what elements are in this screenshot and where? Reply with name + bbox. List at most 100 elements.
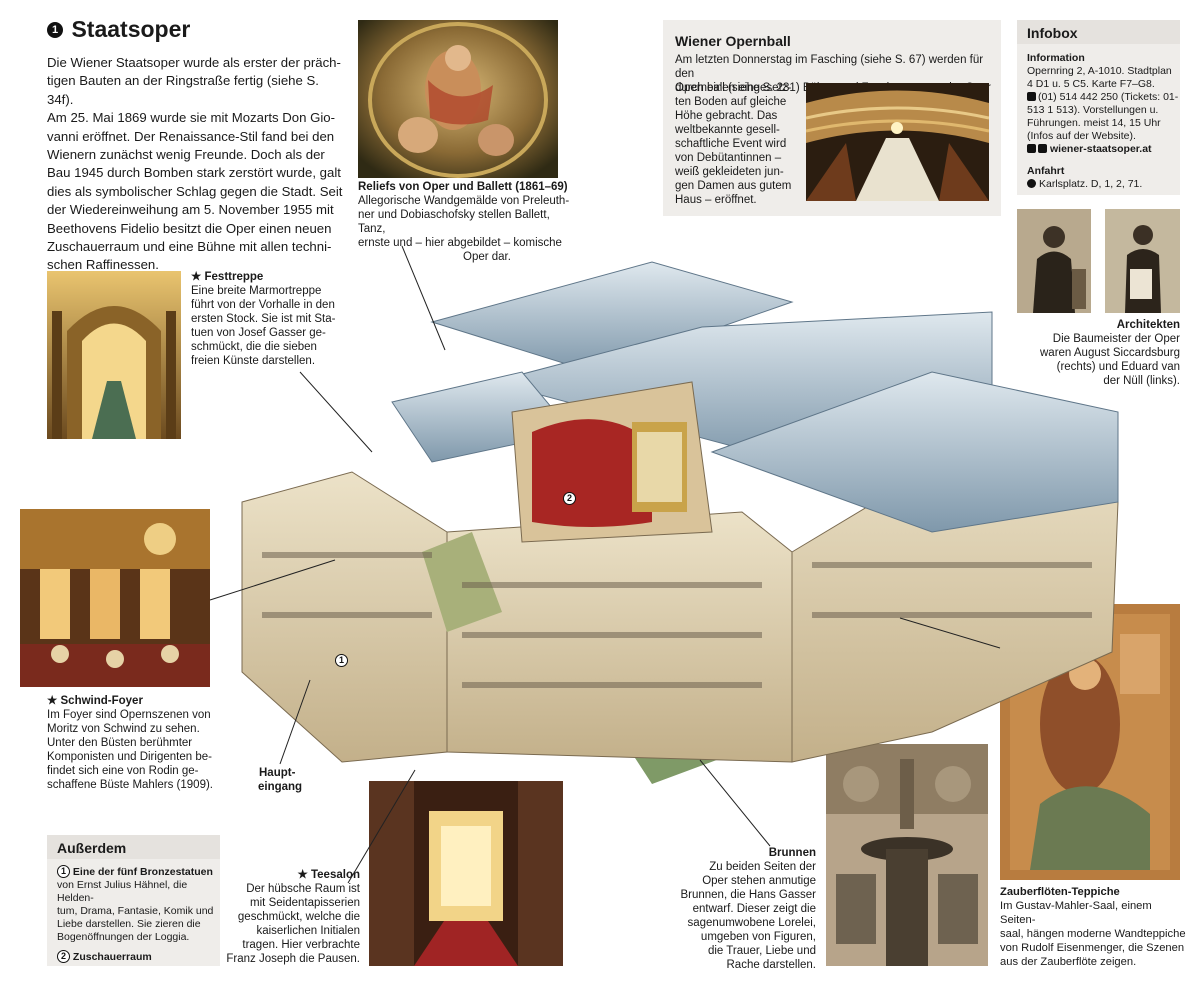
caption-line: Allegorische Wandgemälde von Preleuth- xyxy=(358,195,570,207)
architect-left-photo xyxy=(1017,209,1091,313)
marker-badge: 2 xyxy=(57,950,70,963)
section-heading: 1 Staatsoper xyxy=(47,16,190,43)
infobox-info: Information Opernring 2, A-1010. Stadtpl… xyxy=(1027,52,1182,191)
festtreppe-title: ★ Festtreppe xyxy=(191,271,264,283)
schwind-foyer-photo xyxy=(20,509,210,687)
teesalon-photo xyxy=(369,781,563,966)
caption-line: Zu beiden Seiten der xyxy=(709,861,816,873)
caption-line: Bogenöffnungen der Loggia. xyxy=(57,931,190,943)
caption-line: von Debütantinnen – xyxy=(675,152,782,164)
intro-line: tigen Bauten an der Ringstraße fertig (s… xyxy=(47,73,319,107)
caption-line: Haupt- xyxy=(259,767,296,779)
info-heading: Information xyxy=(1027,52,1085,64)
opernball-text: durch einen eingesetz- ten Boden auf gle… xyxy=(675,81,805,207)
caption-line: geschmückt, welche die xyxy=(237,911,360,923)
caption-line: entwarf. Dieser zeigt die xyxy=(692,903,816,915)
infobox: Infobox Information Opernring 2, A-1010.… xyxy=(1017,20,1180,195)
info-line: 513 1 513). Vorstellungen u. xyxy=(1027,104,1159,116)
caption-line: Brunnen, die Hans Gasser xyxy=(680,889,816,901)
caption-line: kaiserlichen Initialen xyxy=(256,925,360,937)
caption-line: eingang xyxy=(258,781,303,793)
zauber-caption: Zauberflöten-Teppiche Im Gustav-Mahler-S… xyxy=(1000,885,1190,969)
caption-line: führt von der Vorhalle in den xyxy=(191,299,335,311)
info-line: Führungen. meist 14, 15 Uhr xyxy=(1027,117,1161,129)
caption-line: sagenumwobene Lorelei, xyxy=(687,917,816,929)
marker-2-badge: 2 xyxy=(563,492,576,505)
opernball-title: Wiener Opernball xyxy=(675,33,791,49)
brunnen-caption: Brunnen Zu beiden Seiten der Oper stehen… xyxy=(670,846,816,972)
intro-line: Beethovens Fidelio besitzt die Oper eine… xyxy=(47,220,332,236)
intro-line: vanni eröffnet. Der Renaissance-Stil fan… xyxy=(47,128,335,144)
website-link[interactable]: wiener-staatsoper.at xyxy=(1050,143,1152,155)
caption-line: Unter den Büsten berühmter xyxy=(47,737,193,749)
caption-line: saal, hängen moderne Wandteppiche xyxy=(1000,928,1186,940)
marker-1-badge: 1 xyxy=(335,654,348,667)
intro-line: Wienern zunächst wenig Freunde. Doch als… xyxy=(47,147,325,163)
caption-line: mit Seidentapisserien xyxy=(250,897,360,909)
caption-line: tuen von Josef Gasser ge- xyxy=(191,327,326,339)
infobox-title: Infobox xyxy=(1027,25,1078,41)
teesalon-caption: ★ Teesalon Der hübsche Raum ist mit Seid… xyxy=(225,868,360,966)
caption-line: ner und Dobiaschofsky stellen Ballett, T… xyxy=(358,209,550,235)
festtreppe-caption: ★ Festtreppe Eine breite Marmortreppe fü… xyxy=(191,270,351,368)
caption-line: tum, Drama, Fantasie, Komik und xyxy=(57,905,214,917)
caption-line: der Nüll (links). xyxy=(1103,375,1180,387)
caption-line: von Ernst Julius Hähnel, die Helden- xyxy=(57,879,188,904)
caption-line: gen Damen aus gutem xyxy=(675,180,792,192)
caption-line: Am letzten Donnerstag im Fasching (siehe… xyxy=(675,54,984,80)
architekten-title: Architekten xyxy=(1116,319,1180,331)
brunnen-photo xyxy=(826,744,988,966)
caption-line: Moritz von Schwind zu sehen. xyxy=(47,723,200,735)
intro-line: dies als symbolischer Schlag gegen die S… xyxy=(47,183,343,199)
intro-line: Am 25. Mai 1869 wurde sie mit Mozarts Do… xyxy=(47,110,336,126)
architekten-caption: Architekten Die Baumeister der Oper ware… xyxy=(1020,318,1180,388)
caption-line: Der hübsche Raum ist xyxy=(246,883,360,895)
ubahn-icon xyxy=(1027,179,1036,188)
caption-line: Komponisten und Dirigenten be- xyxy=(47,751,212,763)
caption-line: freien Künste darstellen. xyxy=(191,355,316,367)
caption-line: (rechts) und Eduard van xyxy=(1056,361,1180,373)
intro-line: Die Wiener Staatsoper wurde als erster d… xyxy=(47,55,341,70)
caption-line: aus der Zauberflöte zeigen. xyxy=(1000,956,1137,968)
website-icon xyxy=(1038,144,1047,153)
caption-line: schmückt, die die sieben xyxy=(191,341,317,353)
ausserdem-box: Außerdem 1 Eine der fünf Bronzestatuen v… xyxy=(47,835,220,966)
item-title: Zuschauerraum xyxy=(72,951,152,963)
caption-line: umgeben von Figuren, xyxy=(700,931,816,943)
caption-line: Im Gustav-Mahler-Saal, einem Seiten- xyxy=(1000,900,1152,926)
caption-line: weiß gekleideten jun- xyxy=(675,166,784,178)
caption-line: von Rudolf Eisenmenger, die Szenen xyxy=(1000,942,1185,954)
phone-icon xyxy=(1027,92,1036,101)
caption-line: Haus – eröffnet. xyxy=(675,194,757,206)
caption-line: Eine breite Marmortreppe xyxy=(191,285,322,297)
anfahrt-heading: Anfahrt xyxy=(1027,165,1065,177)
ausserdem-title: Außerdem xyxy=(57,840,127,856)
info-line: (Infos auf der Website). xyxy=(1027,130,1136,142)
accessibility-icon xyxy=(1027,144,1036,153)
caption-line: schaffene Büste Mahlers (1909). xyxy=(47,779,213,791)
info-line: (01) 514 442 250 (Tickets: 01- xyxy=(1038,91,1179,103)
intro-line: Bau 1945 durch Bomben stark zerstört wur… xyxy=(47,165,341,181)
caption-line: findet sich eine von Rodin ge- xyxy=(47,765,199,777)
caption-line: Im Foyer sind Opernszenen von xyxy=(47,709,211,721)
zauber-title: Zauberflöten-Teppiche xyxy=(1000,886,1120,898)
festtreppe-photo xyxy=(47,271,181,439)
schwind-caption: ★ Schwind-Foyer Im Foyer sind Opernszene… xyxy=(47,694,232,792)
teesalon-title: ★ Teesalon xyxy=(297,869,360,881)
marker-badge: 1 xyxy=(57,865,70,878)
caption-line: Rache darstellen. xyxy=(726,959,817,971)
caption-line: Oper stehen anmutige xyxy=(702,875,816,887)
caption-line: waren August Siccardsburg xyxy=(1040,347,1180,359)
reliefs-caption: Reliefs von Oper und Ballett (1861–69) A… xyxy=(358,180,573,264)
caption-line: durch einen eingesetz- xyxy=(675,82,792,94)
intro-line: schen Raffinessen. xyxy=(47,257,159,273)
item-title: Eine der fünf Bronzestatuen xyxy=(72,866,213,878)
anfahrt-line: Karlsplatz. D, 1, 2, 71. xyxy=(1039,178,1143,190)
intro-text: Die Wiener Staatsoper wurde als erster d… xyxy=(47,54,347,275)
caption-line: tragen. Hier verbrachte xyxy=(242,939,360,951)
page-title: Staatsoper xyxy=(71,16,191,42)
caption-line: weltbekannte gesell- xyxy=(675,124,780,136)
caption-line: ersten Stock. Sie ist mit Sta- xyxy=(191,313,336,325)
architect-right-photo xyxy=(1105,209,1180,313)
intro-line: Zuschauerraum und eine Bühne mit allen t… xyxy=(47,239,332,255)
